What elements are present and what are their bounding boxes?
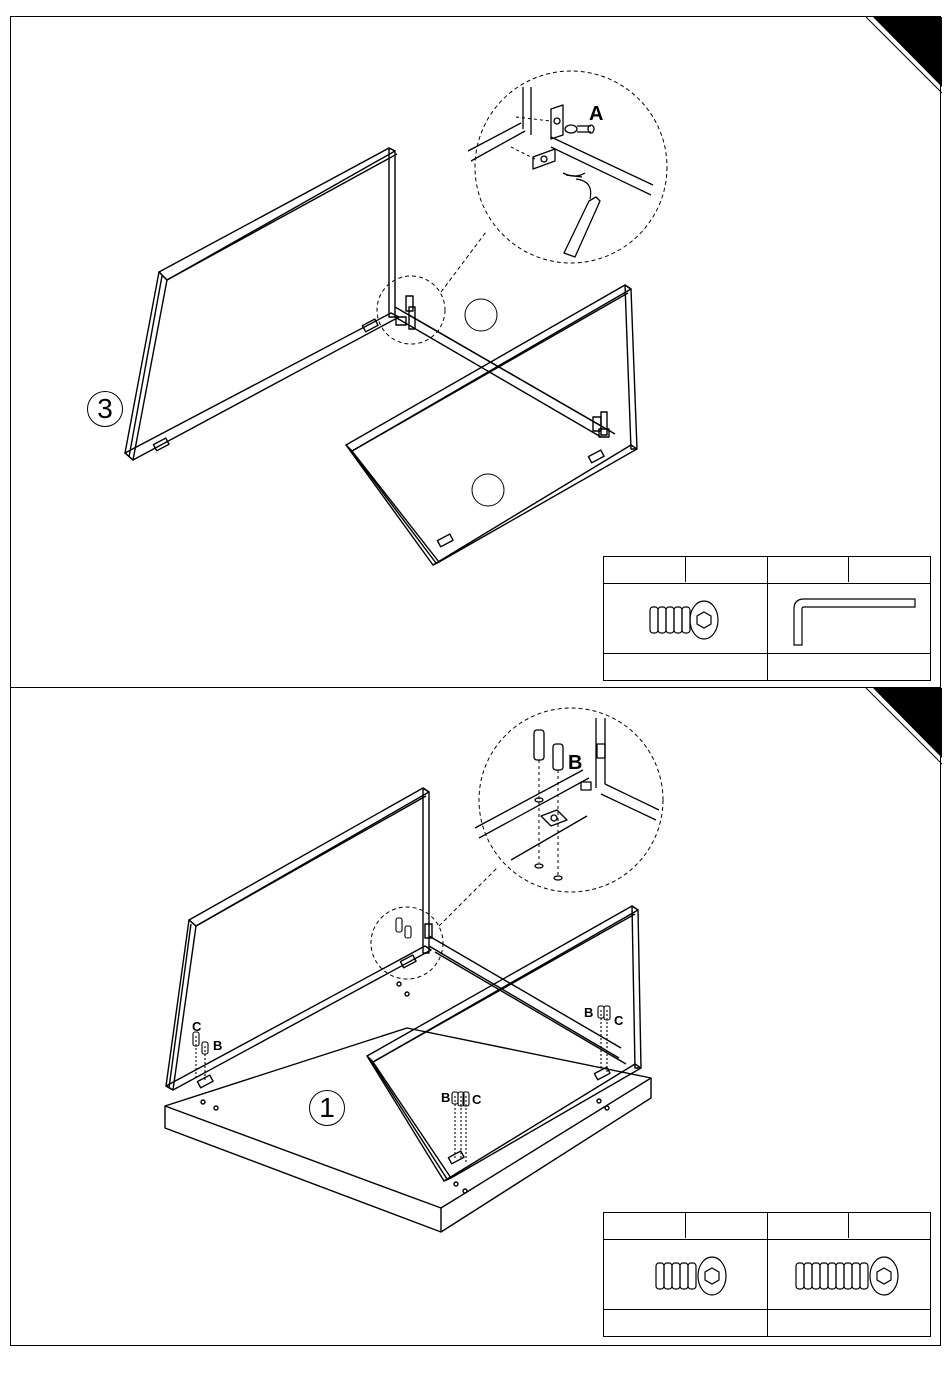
parts-table-step-3 <box>603 556 931 681</box>
hardware-label-c-left: C <box>192 1019 201 1034</box>
page-corner-triangle-icon <box>866 17 942 93</box>
hex-socket-bolt-short-icon <box>650 601 718 639</box>
hardware-label-c-right: C <box>614 1013 623 1028</box>
step-number-badge: 1 <box>309 1090 345 1126</box>
inset-detail-a <box>468 87 653 257</box>
hardware-label-b-left: B <box>213 1038 222 1053</box>
inset-detail-b <box>475 718 659 880</box>
parts-table-step-1 <box>603 1212 931 1337</box>
right-frame <box>367 906 641 1181</box>
hardware-label-b-middle: B <box>441 1090 450 1105</box>
step-panel-bottom: 1 B C B B C B C <box>10 687 941 1346</box>
hex-socket-bolt-long-icon <box>796 1257 898 1295</box>
hardware-label-b-right: B <box>584 1005 593 1020</box>
hardware-label-b-inset: B <box>568 752 582 775</box>
left-frame <box>125 148 399 460</box>
left-frame <box>166 788 431 1090</box>
crossbars <box>395 307 615 437</box>
step-number-badge: 3 <box>87 391 123 427</box>
tabletop <box>165 982 651 1232</box>
allen-key-icon <box>794 599 915 645</box>
hardware-label-c-middle: C <box>472 1092 481 1107</box>
step-panel-top: 3 A <box>10 16 941 688</box>
hex-socket-bolt-short-icon <box>656 1257 726 1295</box>
hardware-label-a: A <box>589 103 603 126</box>
page-corner-triangle-icon <box>866 688 942 764</box>
